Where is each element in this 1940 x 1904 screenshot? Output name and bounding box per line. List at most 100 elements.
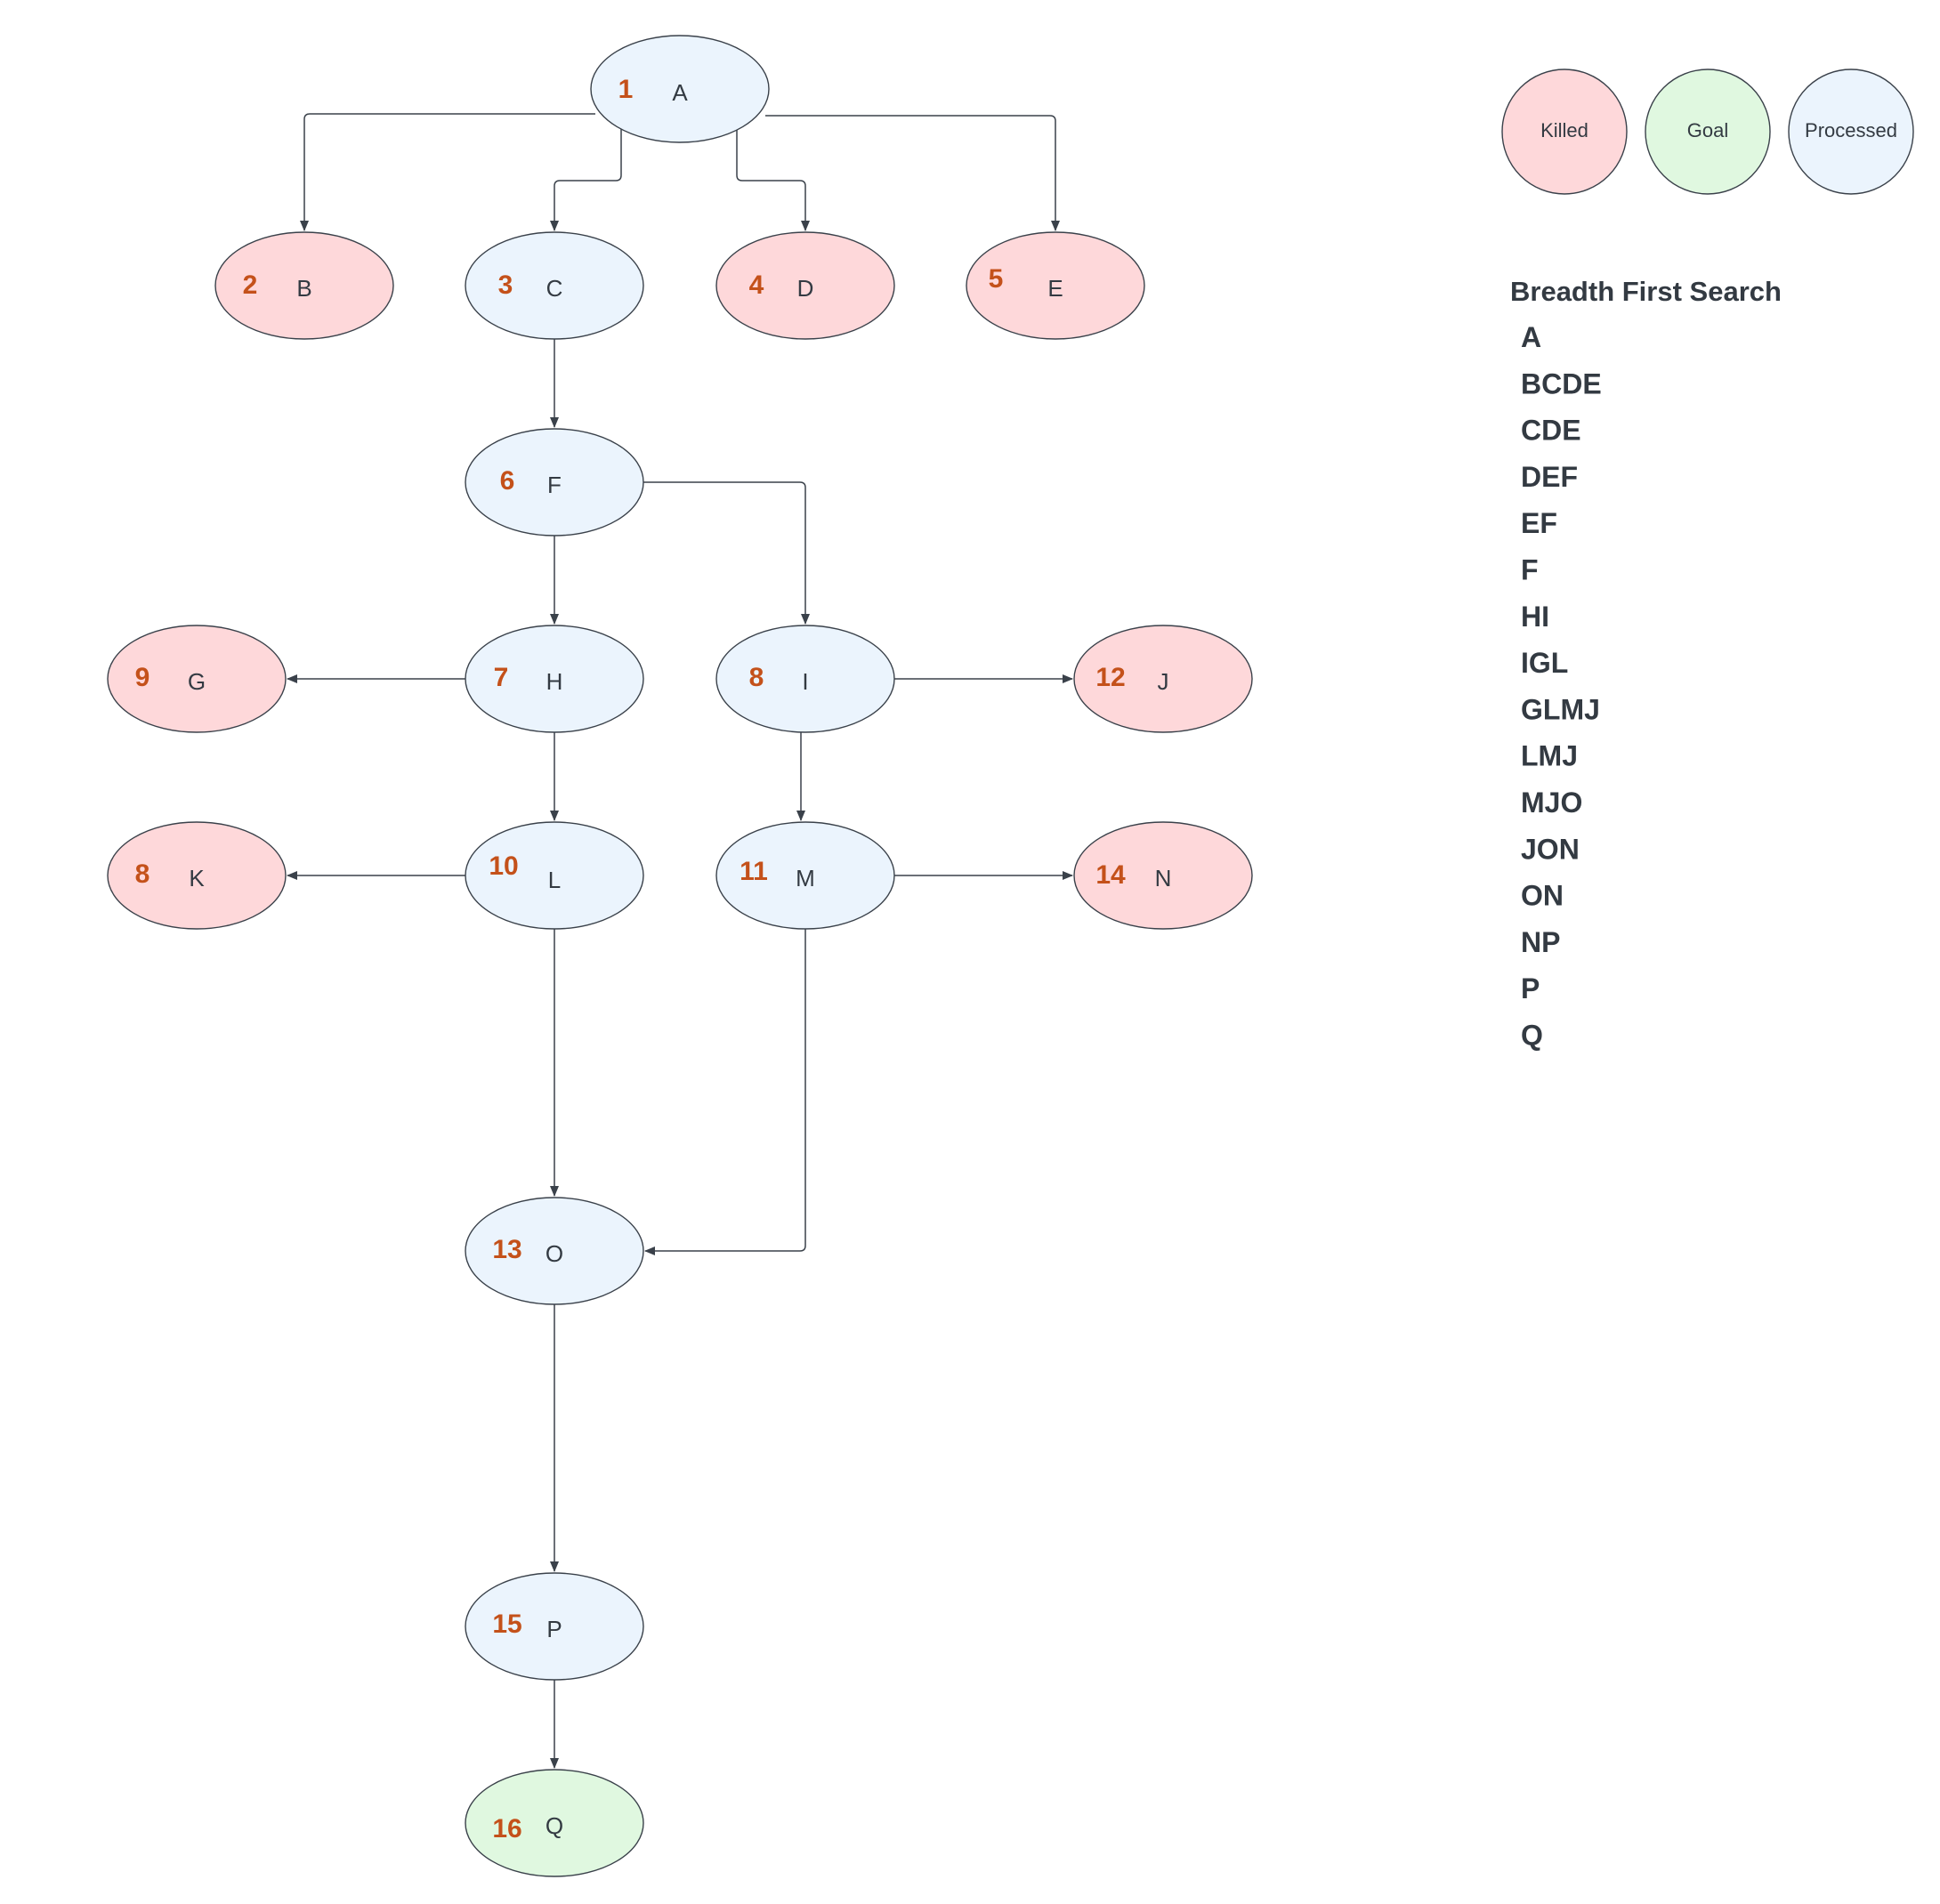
legend-item-killed: Killed: [1501, 69, 1628, 195]
bfs-queue-step: BCDE: [1521, 367, 1602, 399]
bfs-queue-step: NP: [1521, 926, 1560, 958]
visit-order-number: 9: [135, 663, 150, 692]
node-label: E: [1047, 275, 1063, 302]
bfs-queue-step: IGL: [1521, 647, 1568, 679]
node-label: F: [547, 472, 562, 498]
edge-a-d: [736, 129, 810, 231]
bfs-queue-step: Q: [1521, 1020, 1543, 1052]
bfs-queue-step: LMJ: [1521, 740, 1578, 772]
bfs-title: Breadth First Search: [1510, 276, 1782, 307]
bfs-queue-step: DEF: [1521, 461, 1578, 493]
bfs-queue-step: EF: [1521, 507, 1557, 539]
visit-order-number: 2: [243, 270, 258, 300]
visit-order-number: 8: [135, 859, 150, 889]
visit-order-number: 13: [492, 1235, 521, 1264]
node-label: M: [796, 865, 815, 891]
visit-order-number: 4: [749, 270, 764, 300]
bfs-queue-step: JON: [1521, 833, 1580, 865]
node-ellipse-killed: [214, 231, 394, 340]
node-label: B: [296, 275, 311, 302]
visit-order-number: 15: [492, 1610, 521, 1639]
bfs-queue-step: GLMJ: [1521, 693, 1600, 725]
edges: [287, 113, 1073, 1769]
node-ellipse-processed: [465, 1572, 644, 1681]
bfs-queue-step: MJO: [1521, 787, 1582, 819]
visit-order-number: 16: [492, 1814, 521, 1843]
node-label: G: [188, 668, 206, 695]
node-label: Q: [546, 1812, 563, 1839]
node-q: 16 Q: [465, 1769, 644, 1877]
bfs-queue-step: F: [1521, 554, 1539, 586]
node-ellipse-killed: [966, 231, 1145, 340]
node-label: D: [797, 275, 814, 302]
node-ellipse-processed: [715, 821, 895, 930]
visit-order-number: 6: [500, 466, 515, 496]
edge-a-c: [550, 129, 622, 231]
node-n: 14 N: [1073, 821, 1253, 930]
legend-label: Killed: [1540, 119, 1588, 141]
legend: Killed Goal Processed: [1501, 69, 1914, 195]
node-ellipse-processed: [465, 821, 644, 930]
node-ellipse-processed: [465, 231, 644, 340]
node-p: 15 P: [465, 1572, 644, 1681]
node-ellipse-killed: [107, 821, 287, 930]
node-label: L: [548, 867, 561, 893]
node-label: C: [546, 275, 563, 302]
node-ellipse-processed: [465, 625, 644, 733]
edge-f-i: [643, 481, 810, 625]
node-ellipse-processed: [715, 625, 895, 733]
node-ellipse-killed: [1073, 821, 1253, 930]
node-label: A: [672, 79, 688, 106]
legend-item-processed: Processed: [1788, 69, 1914, 195]
visit-order-number: 11: [740, 857, 768, 886]
visit-order-number: 5: [989, 264, 1004, 294]
visit-order-number: 1: [618, 75, 634, 104]
visit-order-number: 12: [1095, 663, 1125, 692]
node-label: O: [546, 1240, 563, 1267]
node-ellipse-processed: [465, 1197, 644, 1305]
node-ellipse-processed: [465, 428, 644, 537]
legend-swatch-goal: [1645, 69, 1771, 195]
bfs-queue-step: CDE: [1521, 415, 1581, 447]
bfs-queue-step: A: [1521, 321, 1541, 353]
visit-order-number: 7: [494, 663, 509, 692]
legend-item-goal: Goal: [1645, 69, 1771, 195]
node-label: I: [802, 668, 808, 695]
node-ellipse-killed: [715, 231, 895, 340]
node-label: P: [546, 1616, 562, 1642]
legend-label: Processed: [1805, 119, 1897, 141]
edge-m-o: [644, 929, 806, 1255]
node-ellipse-goal: [465, 1769, 644, 1877]
visit-order-number: 14: [1095, 860, 1126, 890]
visit-order-number: 10: [489, 851, 518, 881]
bfs-queue-panel: Breadth First Search A BCDE CDE DEF EF F HI IGL…: [1510, 276, 1782, 1052]
node-ellipse-killed: [1073, 625, 1253, 733]
node-ellipse-processed: [590, 35, 770, 143]
legend-swatch-processed: [1788, 69, 1914, 195]
node-label: J: [1158, 668, 1169, 695]
node-label: N: [1155, 865, 1172, 891]
edge-a-e: [765, 115, 1060, 231]
bfs-queue-step: P: [1521, 972, 1540, 1004]
node-label: H: [546, 668, 563, 695]
node-j: 12 J: [1073, 625, 1253, 733]
bfs-queue-step: ON: [1521, 880, 1564, 912]
bfs-queue-step: HI: [1521, 601, 1549, 633]
node-ellipse-killed: [107, 625, 287, 733]
legend-swatch-killed: [1501, 69, 1628, 195]
node-o: 13 O: [465, 1197, 644, 1305]
node-m: 11 M: [715, 821, 895, 930]
edge-a-b: [300, 113, 595, 231]
visit-order-number: 3: [498, 270, 513, 300]
